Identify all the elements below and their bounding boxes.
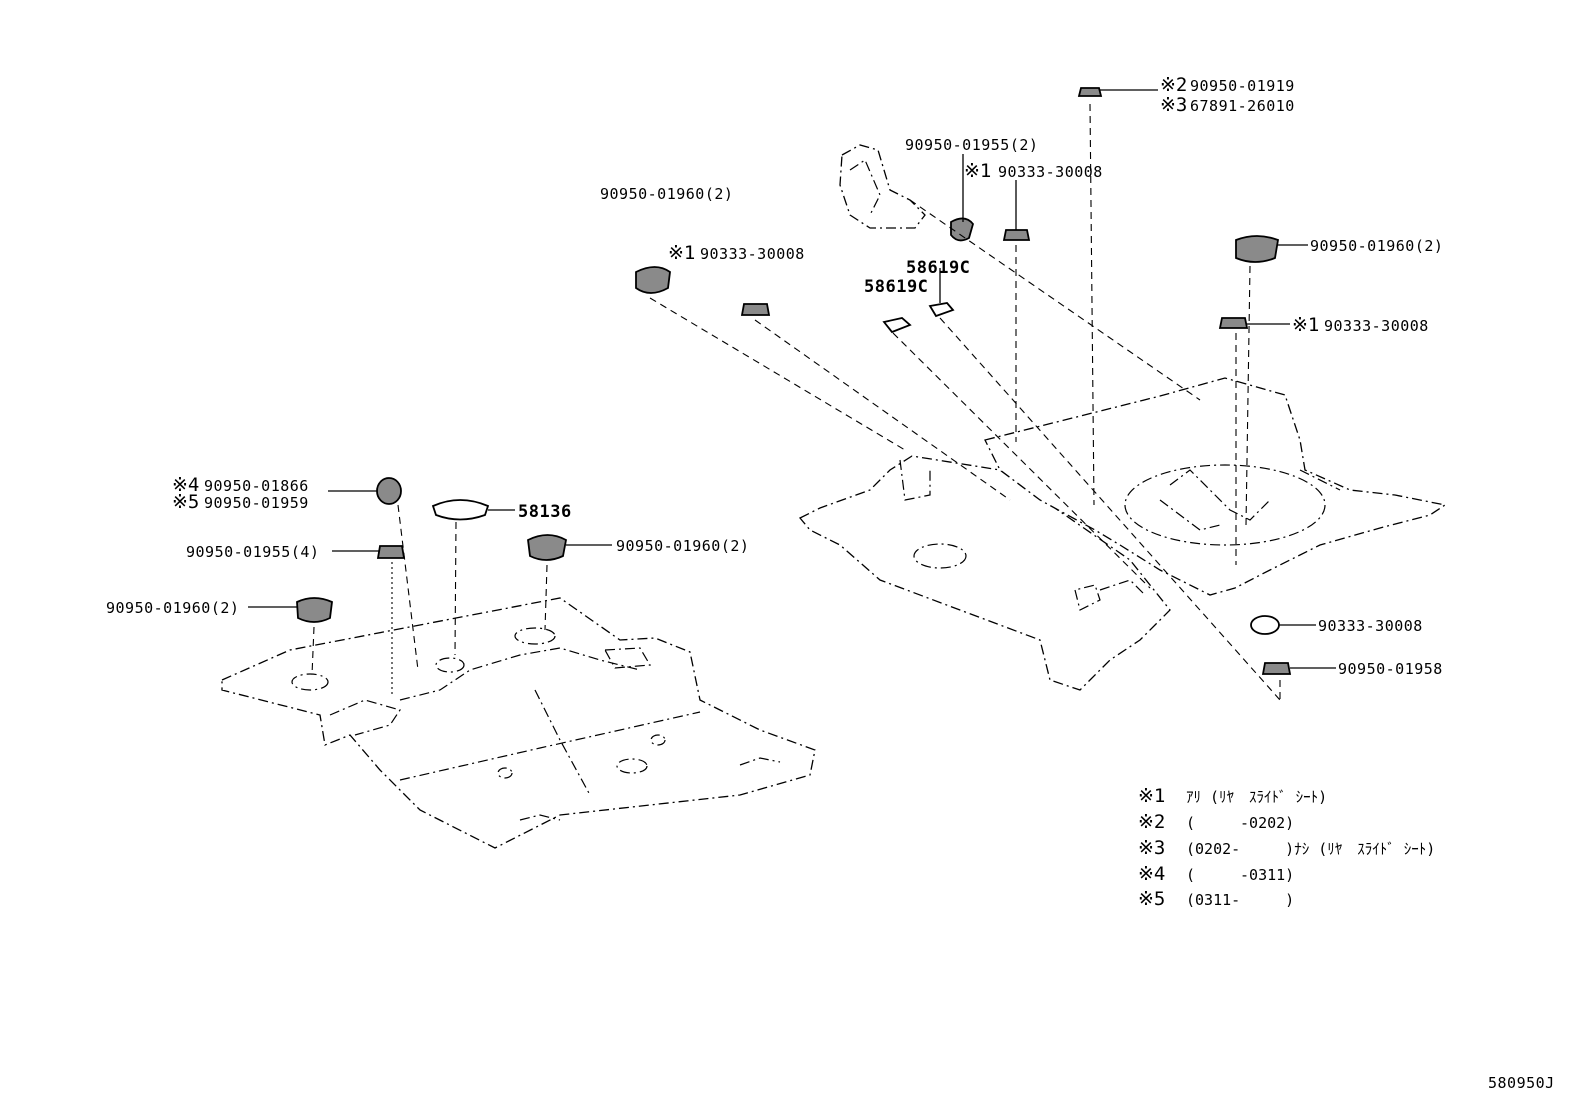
callout-9033330008-right: ※1 90333-30008 [1292,314,1429,336]
callout-58619c-a: 58619C [906,258,970,278]
note-mark: ※1 [1292,314,1319,336]
grommet-icon [740,303,771,316]
part-number: 90333-30008 [700,245,805,263]
callout-9095001955-4: 90950-01955(4) [186,543,319,561]
callout-9095001955-2: 90950-01955(2) [905,136,1038,154]
grommet-icon [1261,662,1292,675]
note-mark: ※5 [1138,888,1165,910]
note-mark: ※4 [172,474,199,496]
part-number: 90950-01958 [1338,660,1443,678]
front-floor-panel [221,597,816,849]
part-number: 90333-30008 [1318,617,1423,635]
note-text: (0202- )ﾅｼ (ﾘﾔ ｽﾗｲﾄﾞ ｼｰﾄ) [1186,840,1435,858]
rear-floor-panel [798,455,1171,691]
note-mark: ※2 [1160,74,1187,96]
note-mark: ※1 [964,160,991,182]
callout-9033330008-left: ※1 90333-30008 [668,242,805,264]
part-number: 58136 [518,502,572,522]
note-text: (0311- ) [1186,891,1294,909]
callout-9033330008-top: ※1 90333-30008 [964,160,1103,182]
note-text: ( -0311) [1186,866,1294,884]
grommet-icon [1235,235,1280,263]
part-number: 90950-01959 [204,494,309,512]
side-bracket [839,144,926,229]
note-text: ( -0202) [1186,814,1294,832]
part-number: 90950-01955(2) [905,136,1038,154]
grommet-icon [1002,229,1031,241]
part-number: 67891-26010 [1190,97,1295,115]
grommet-icon [376,545,406,559]
callout-58136: 58136 [518,502,572,522]
callout-9095001958: 90950-01958 [1338,660,1443,678]
cap-icon [1250,615,1280,635]
note-mark: ※2 [1138,811,1165,833]
part-number: 90950-01866 [204,477,309,495]
grommet-icon [635,266,671,294]
part-number: 90333-30008 [1324,317,1429,335]
callout-9033330008: 90333-30008 [1318,617,1423,635]
cap-icon [376,477,402,505]
note-mark: ※3 [1138,837,1165,859]
plug-icon [431,499,490,521]
note-mark: ※4 [1138,863,1165,885]
callout-9095001960-tl: 90950-01960(2) [600,185,733,203]
part-number: 90333-30008 [998,163,1103,181]
part-number: 90950-01960(2) [1310,237,1443,255]
note-mark: ※1 [668,242,695,264]
callout-9095001960-m: 90950-01960(2) [616,537,749,555]
callout-6789126010: ※3 67891-26010 [1160,94,1295,116]
grommet-icon [950,217,974,242]
grommet-icon [527,534,568,561]
pad-icon [882,317,912,334]
callout-58619c-b: 58619C [864,277,928,297]
pad-icon [928,302,955,318]
luggage-floor-panel [984,377,1447,596]
grommet-icon [1218,317,1249,329]
callout-9095001960-tr: 90950-01960(2) [1310,237,1443,255]
part-number: 58619C [906,258,970,278]
grommet-icon [1077,87,1103,97]
diagram-id: 580950J [1488,1074,1555,1092]
grommet-icon [296,597,333,623]
part-number: 90950-01960(2) [600,185,733,203]
part-number: 90950-01955(4) [186,543,319,561]
callout-9095001960-l: 90950-01960(2) [106,599,239,617]
callout-9095001959: ※5 90950-01959 [172,491,309,513]
part-number: 90950-01960(2) [106,599,239,617]
part-number: 90950-01960(2) [616,537,749,555]
note-mark: ※1 [1138,785,1165,807]
note-text: ｱﾘ (ﾘﾔ ｽﾗｲﾄﾞ ｼｰﾄ) [1186,788,1327,806]
part-number: 58619C [864,277,928,297]
callout-9095001919: ※2 90950-01919 [1160,74,1295,96]
note-mark: ※5 [172,491,199,513]
note-mark: ※3 [1160,94,1187,116]
notes-legend: ※1 ｱﾘ (ﾘﾔ ｽﾗｲﾄﾞ ｼｰﾄ) ※2 ( -0202) ※3 (020… [1138,785,1435,910]
callout-9095001866: ※4 90950-01866 [172,474,309,496]
part-number: 90950-01919 [1190,77,1295,95]
